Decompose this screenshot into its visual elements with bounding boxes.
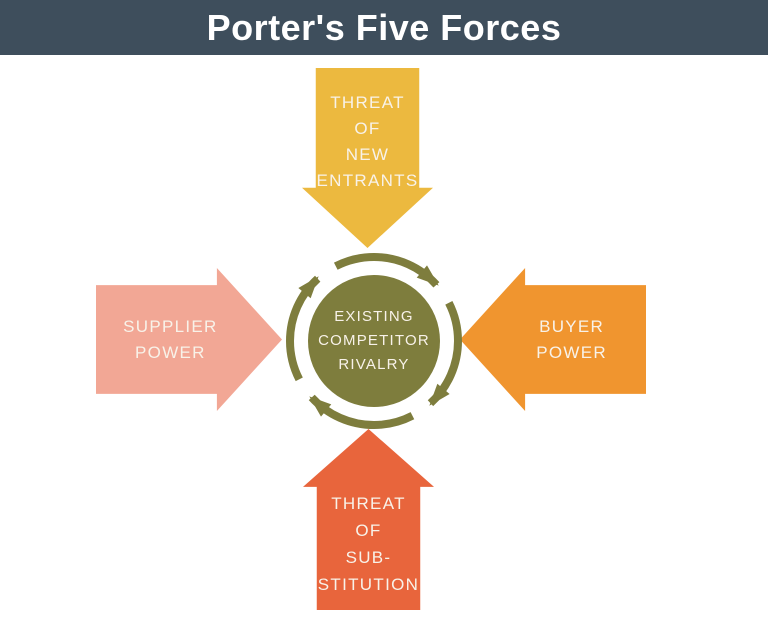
existing-competitor-rivalry-label: EXISTING COMPETITOR RIVALRY bbox=[299, 296, 449, 386]
label-line: OF bbox=[355, 521, 382, 540]
threat-of-new-entrants-arrow: THREAT OF NEW ENTRANTS bbox=[302, 68, 433, 248]
label-line: EXISTING bbox=[334, 308, 414, 325]
threat-of-substitution-arrow: THREAT OF SUB- STITUTION bbox=[303, 429, 434, 610]
supplier-power-arrow: SUPPLIER POWER bbox=[96, 268, 282, 411]
title-bar: Porter's Five Forces bbox=[0, 0, 768, 55]
threat-of-substitution-label: THREAT OF SUB- STITUTION bbox=[303, 429, 434, 598]
supplier-power-label: SUPPLIER POWER bbox=[96, 268, 245, 411]
cycle-arrows-icon bbox=[286, 253, 462, 429]
label-line: POWER bbox=[536, 342, 607, 362]
label-line: BUYER bbox=[539, 316, 605, 336]
label-line: STITUTION bbox=[317, 575, 420, 594]
label-line: OF bbox=[354, 119, 381, 138]
label-line: RIVALRY bbox=[338, 356, 410, 373]
label-line: ENTRANTS bbox=[316, 171, 419, 190]
label-line: COMPETITOR bbox=[318, 332, 430, 349]
label-line: NEW bbox=[345, 145, 390, 164]
label-line: THREAT bbox=[330, 93, 405, 112]
threat-of-new-entrants-label: THREAT OF NEW ENTRANTS bbox=[302, 68, 433, 194]
label-line: POWER bbox=[135, 342, 206, 362]
buyer-power-label: BUYER POWER bbox=[497, 268, 646, 411]
page-title: Porter's Five Forces bbox=[206, 6, 562, 48]
label-line: SUB- bbox=[345, 548, 392, 567]
buyer-power-arrow: BUYER POWER bbox=[460, 268, 646, 411]
label-line: THREAT bbox=[331, 494, 406, 513]
label-line: SUPPLIER bbox=[123, 316, 218, 336]
